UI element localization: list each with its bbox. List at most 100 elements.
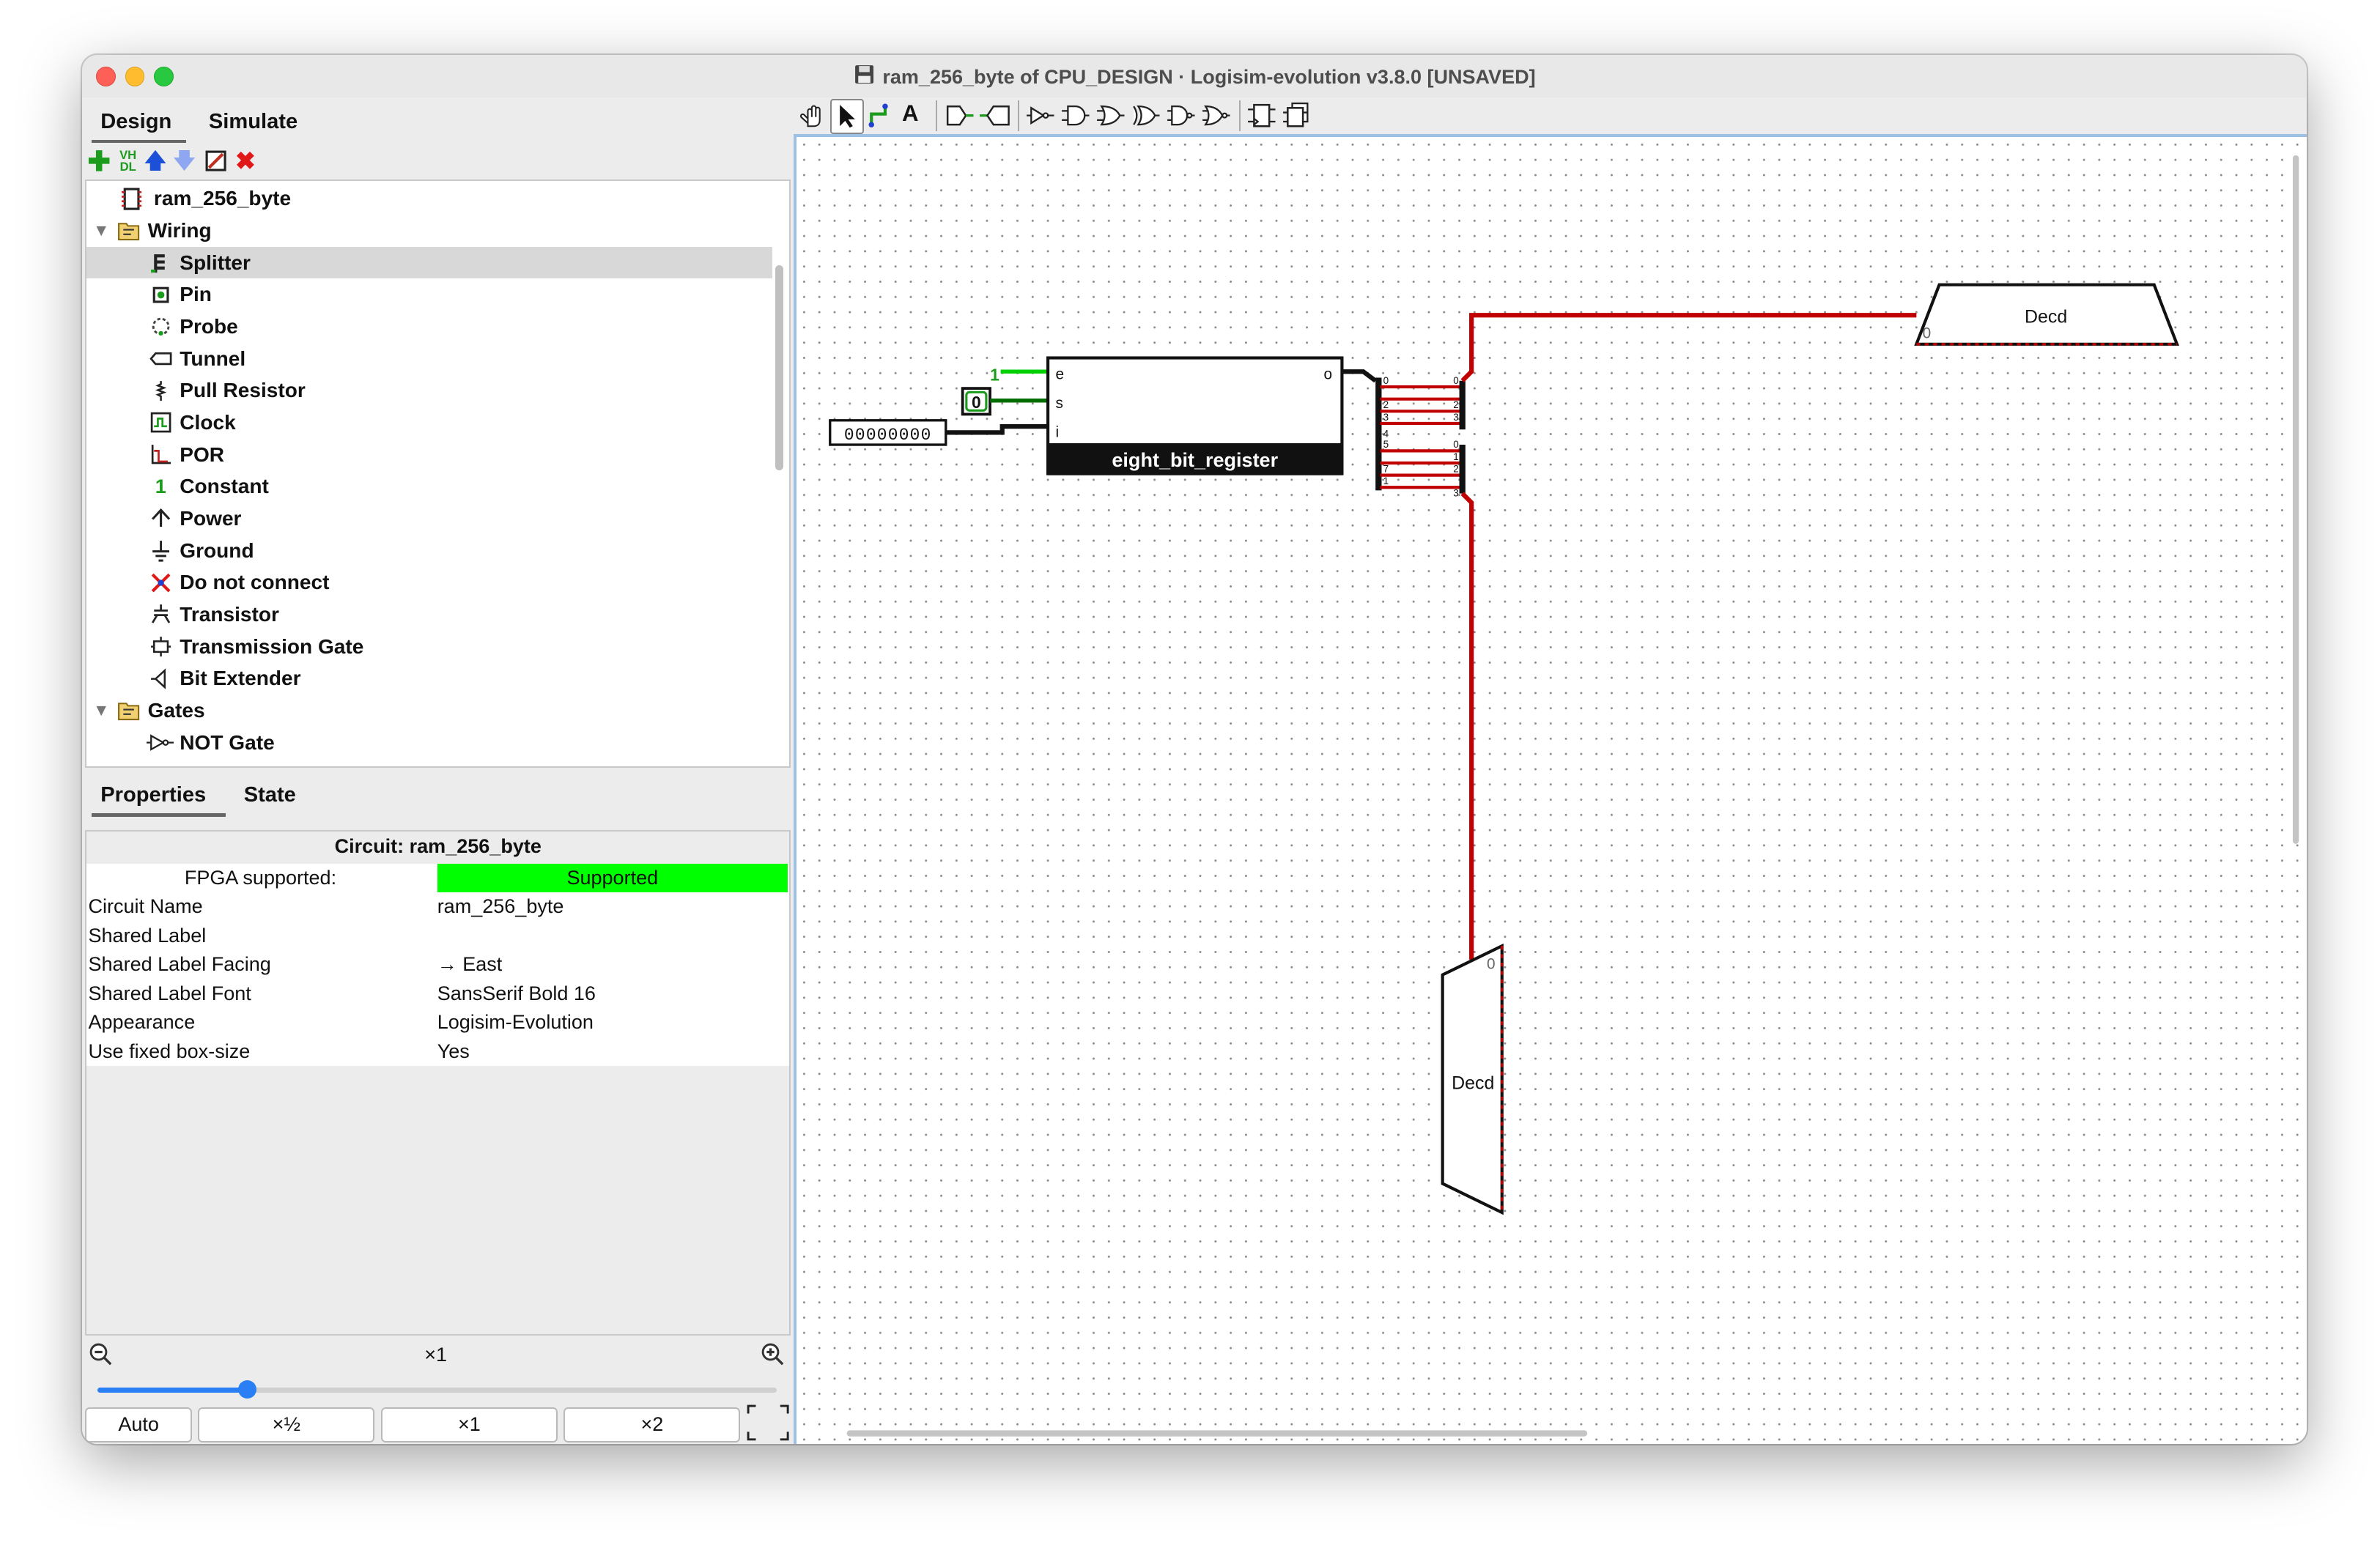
tree-item-constant[interactable]: 1 Constant bbox=[86, 470, 772, 503]
edit-appearance-icon[interactable] bbox=[204, 149, 229, 174]
wire-register-to-splitter[interactable] bbox=[1342, 369, 1378, 383]
tree-item-pull-resistor[interactable]: Pull Resistor bbox=[86, 374, 772, 407]
tree-item-bit-extender[interactable]: Bit Extender bbox=[86, 662, 772, 695]
input-bits-pin[interactable]: 00000000 bbox=[829, 419, 947, 446]
zoom-half-button[interactable]: ×½ bbox=[198, 1407, 375, 1443]
flip-flop-icon[interactable] bbox=[1246, 102, 1277, 129]
zoom-slider-knob[interactable] bbox=[237, 1380, 256, 1399]
circuit-canvas[interactable]: 00000000 1 0 eight_bit_register e s i bbox=[794, 133, 2307, 1445]
zoom-auto-button[interactable]: Auto bbox=[85, 1407, 192, 1443]
prop-value[interactable]: SansSerif Bold 16 bbox=[437, 982, 596, 1004]
circuit-icon bbox=[122, 188, 142, 210]
text-icon[interactable]: A bbox=[901, 100, 919, 127]
wire-input-to-register[interactable] bbox=[946, 423, 1049, 435]
fit-window-icon[interactable] bbox=[747, 1404, 789, 1441]
vhdl-icon[interactable]: VH DL bbox=[119, 147, 137, 174]
port-o-label: o bbox=[1324, 366, 1333, 383]
splitter-bit-label: 3 bbox=[1383, 412, 1389, 423]
and-gate-icon[interactable] bbox=[1060, 103, 1091, 127]
output-pin-icon[interactable] bbox=[978, 102, 1012, 129]
tree-item-ground[interactable]: Ground bbox=[86, 535, 772, 567]
wire-splitter-to-top-decoder[interactable] bbox=[1460, 313, 1917, 382]
zoom-level-label: ×1 bbox=[424, 1344, 448, 1366]
input-pin-icon[interactable] bbox=[945, 102, 975, 129]
zoom-slider-track[interactable] bbox=[97, 1380, 777, 1399]
floppy-disk-icon bbox=[854, 65, 873, 84]
tree-folder-gates[interactable]: ▼ Gates bbox=[86, 695, 772, 727]
expand-arrow-icon[interactable]: ▼ bbox=[92, 700, 110, 720]
tree-folder-wiring[interactable]: ▼ Wiring bbox=[86, 215, 772, 247]
decoder-top[interactable]: Decd 0 bbox=[1914, 283, 2180, 346]
not-gate-icon[interactable] bbox=[1025, 103, 1056, 127]
canvas-toolbar: A bbox=[792, 97, 2307, 134]
tree-item-do-not-connect[interactable]: Do not connect bbox=[86, 566, 772, 599]
eight-bit-register[interactable]: eight_bit_register e s i o bbox=[1046, 356, 1344, 475]
constant-one[interactable]: 1 bbox=[990, 366, 999, 385]
wire-splitter-to-side-decoder[interactable] bbox=[1460, 492, 1474, 960]
prop-key: Shared Label bbox=[88, 924, 207, 947]
close-button[interactable] bbox=[95, 67, 116, 87]
port-s-label: s bbox=[1056, 395, 1063, 412]
tree-scrollbar[interactable] bbox=[775, 264, 783, 471]
splitter[interactable]: 0 2 3 4 5 7 1 0 2 3 0 1 2 3 bbox=[1375, 375, 1466, 499]
tree-item-pin[interactable]: Pin bbox=[86, 278, 772, 311]
splitter-icon bbox=[150, 254, 165, 273]
tree-item-por[interactable]: POR bbox=[86, 439, 772, 471]
prop-value[interactable]: → East bbox=[437, 953, 503, 976]
input-pin-zero[interactable]: 0 bbox=[961, 387, 992, 416]
prop-value[interactable]: ram_256_byte bbox=[437, 895, 564, 918]
prop-row-shared-label[interactable]: Shared Label bbox=[86, 921, 790, 951]
wire-icon[interactable] bbox=[867, 102, 894, 129]
tab-simulate[interactable]: Simulate bbox=[208, 109, 298, 133]
tree-item-transistor[interactable]: Transistor bbox=[86, 599, 772, 631]
prop-row-circuit-name[interactable]: Circuit Name ram_256_byte bbox=[86, 892, 790, 922]
register-icon[interactable] bbox=[1282, 102, 1312, 129]
delete-icon[interactable]: ✖ bbox=[234, 147, 256, 175]
hand-poke-icon[interactable] bbox=[799, 102, 826, 129]
ground-icon bbox=[152, 541, 169, 562]
pin-zero-value: 0 bbox=[972, 393, 981, 412]
zoom-2x-button[interactable]: ×2 bbox=[563, 1407, 741, 1443]
maximize-button[interactable] bbox=[154, 67, 174, 87]
nand-gate-icon[interactable] bbox=[1166, 103, 1197, 127]
minimize-button[interactable] bbox=[125, 67, 145, 87]
splitter-out-label: 2 bbox=[1454, 463, 1460, 474]
move-up-icon[interactable]: 🡅 bbox=[144, 149, 167, 173]
tree-item-tunnel[interactable]: Tunnel bbox=[86, 343, 772, 375]
prop-row-shared-label-font[interactable]: Shared Label Font SansSerif Bold 16 bbox=[86, 979, 790, 1009]
tab-design[interactable]: Design bbox=[100, 109, 172, 133]
zoom-out-icon[interactable] bbox=[89, 1342, 113, 1366]
move-down-icon[interactable]: 🡇 bbox=[173, 149, 196, 173]
tree-item-probe[interactable]: Probe bbox=[86, 311, 772, 343]
zoom-in-icon[interactable] bbox=[761, 1342, 785, 1366]
decoder-side[interactable]: Decd 0 bbox=[1441, 943, 1504, 1215]
tree-item-not-gate[interactable]: NOT Gate bbox=[86, 727, 772, 759]
zoom-1x-button[interactable]: ×1 bbox=[380, 1407, 558, 1443]
splitter-out-label: 0 bbox=[1454, 439, 1460, 450]
prop-value[interactable]: Yes bbox=[437, 1040, 470, 1062]
prop-row-fixed-box-size[interactable]: Use fixed box-size Yes bbox=[86, 1037, 790, 1067]
canvas-horizontal-scrollbar[interactable] bbox=[846, 1430, 1588, 1437]
xor-gate-icon[interactable] bbox=[1131, 103, 1161, 127]
tab-state[interactable]: State bbox=[243, 782, 296, 807]
tree-item-clock[interactable]: Clock bbox=[86, 407, 772, 439]
tree-item-power[interactable]: Power bbox=[86, 503, 772, 535]
select-tool-button[interactable] bbox=[830, 99, 864, 134]
prop-row-appearance[interactable]: Appearance Logisim-Evolution bbox=[86, 1008, 790, 1037]
tree-item-ram-256-byte[interactable]: ram_256_byte bbox=[86, 182, 772, 215]
or-gate-icon[interactable] bbox=[1095, 103, 1126, 127]
tree-item-transmission-gate[interactable]: Transmission Gate bbox=[86, 631, 772, 663]
prop-row-shared-label-facing[interactable]: Shared Label Facing → East bbox=[86, 950, 790, 979]
decoder-top-select: 0 bbox=[1923, 325, 1932, 341]
zoom-slider-fill bbox=[97, 1388, 248, 1393]
canvas-vertical-scrollbar[interactable] bbox=[2293, 155, 2299, 844]
circuit-diagram[interactable]: 00000000 1 0 eight_bit_register e s i bbox=[797, 136, 2307, 1445]
tab-properties[interactable]: Properties bbox=[100, 782, 207, 807]
splitter-bit-label: 5 bbox=[1383, 439, 1389, 450]
expand-arrow-icon[interactable]: ▼ bbox=[92, 221, 110, 240]
tree-item-splitter[interactable]: Splitter bbox=[86, 246, 773, 279]
prop-key: Use fixed box-size bbox=[88, 1040, 251, 1062]
prop-value[interactable]: Logisim-Evolution bbox=[437, 1011, 594, 1034]
add-circuit-icon[interactable]: ✚ bbox=[87, 145, 111, 177]
nor-gate-icon[interactable] bbox=[1201, 103, 1232, 127]
